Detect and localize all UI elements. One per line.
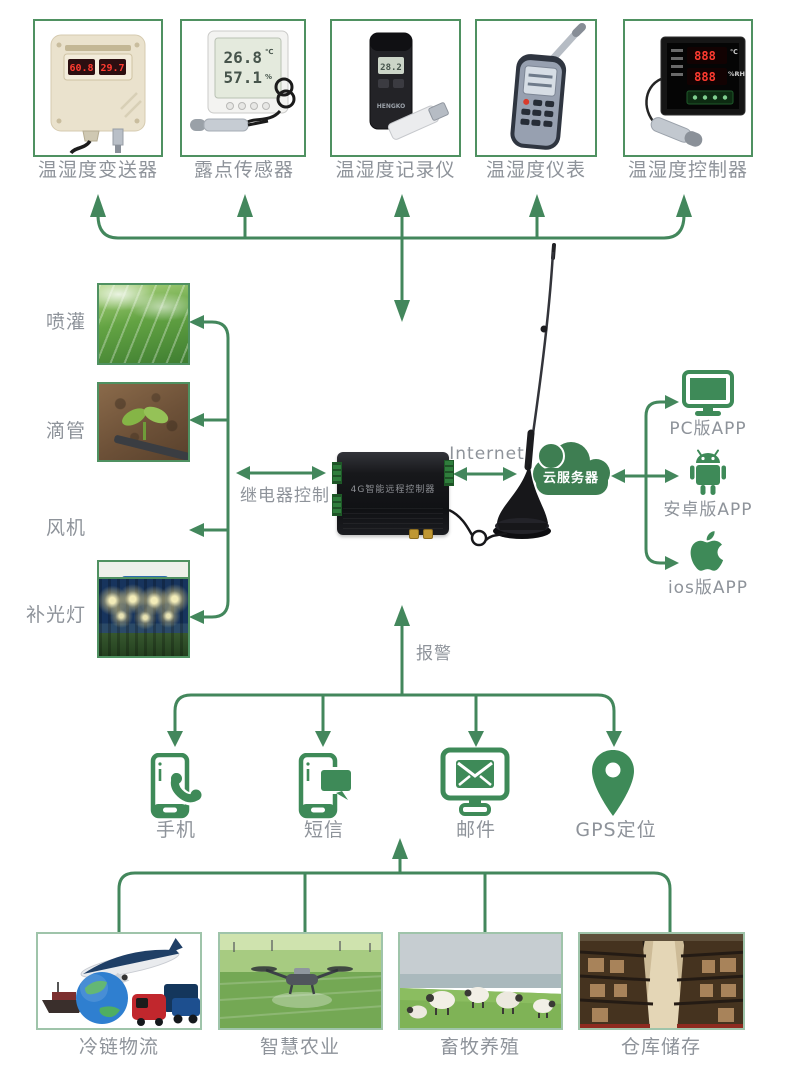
product-label-handheld-meter: 温湿度仪表 bbox=[485, 159, 586, 181]
application-image-smart-agriculture bbox=[218, 932, 383, 1030]
application-label-smart-agriculture: 智慧农业 bbox=[259, 1036, 340, 1058]
relay-image-irrigation bbox=[97, 283, 190, 365]
application-image-cold-chain bbox=[36, 932, 202, 1030]
antenna-cable bbox=[448, 508, 508, 547]
product-image-data-logger: 28.2 HENGKO bbox=[330, 19, 461, 157]
cold-chain-art bbox=[42, 937, 200, 1026]
apple-icon bbox=[690, 531, 724, 571]
warehouse-racks bbox=[580, 934, 743, 1028]
sheep-shapes bbox=[406, 987, 556, 1019]
svg-text:888: 888 bbox=[694, 49, 716, 63]
red-van-shape bbox=[132, 994, 166, 1026]
application-image-livestock bbox=[398, 932, 563, 1030]
svg-text:℃: ℃ bbox=[730, 48, 738, 56]
svg-text:%RH: %RH bbox=[728, 70, 745, 78]
antenna-connector bbox=[409, 529, 419, 539]
cloud-server-label: 云服务器 bbox=[542, 471, 599, 486]
relay-image-grow-light bbox=[97, 577, 190, 658]
drone-shape bbox=[251, 966, 353, 995]
gps-pin-icon bbox=[592, 750, 634, 816]
app-label-pc: PC版APP bbox=[669, 419, 747, 439]
application-label-warehouse: 仓库储存 bbox=[620, 1036, 701, 1058]
product-label-dewpoint-sensor: 露点传感器 bbox=[193, 159, 294, 181]
warehouse-art bbox=[580, 934, 743, 1028]
livestock-art bbox=[400, 934, 561, 1028]
alarm-label: 报警 bbox=[416, 644, 452, 664]
product-label-transmitter: 温湿度变送器 bbox=[37, 159, 158, 181]
channel-label-sms: 短信 bbox=[303, 819, 344, 841]
antenna-icon bbox=[493, 243, 556, 539]
relay-image-drip bbox=[97, 382, 190, 462]
spray-mist bbox=[272, 992, 332, 1008]
relay-label-irrigation: 喷灌 bbox=[45, 311, 86, 333]
application-image-warehouse bbox=[578, 932, 745, 1030]
svg-text:℃: ℃ bbox=[265, 48, 273, 56]
svg-text:28.2: 28.2 bbox=[380, 63, 402, 73]
pc-monitor-icon bbox=[682, 370, 734, 416]
meter-art bbox=[510, 23, 586, 150]
email-monitor-icon bbox=[440, 747, 510, 816]
application-label-cold-chain: 冷链物流 bbox=[78, 1036, 159, 1058]
product-label-controller: 温湿度控制器 bbox=[627, 159, 748, 181]
seedling-stem bbox=[143, 422, 146, 440]
smart-agriculture-art bbox=[220, 934, 381, 1028]
svg-text:57.1: 57.1 bbox=[223, 68, 262, 87]
ship-shape bbox=[42, 982, 86, 1013]
relay-label-grow-light: 补光灯 bbox=[25, 604, 86, 626]
svg-text:26.8: 26.8 bbox=[223, 48, 262, 67]
terminal-block bbox=[332, 462, 342, 484]
channel-label-phone: 手机 bbox=[155, 819, 196, 841]
product-image-transmitter: 60.8 29.7 bbox=[33, 19, 163, 157]
app-label-ios: ios版APP bbox=[667, 578, 749, 598]
blue-truck-shape bbox=[164, 984, 200, 1024]
terminal-block bbox=[332, 494, 342, 516]
internet-label: Internet bbox=[449, 444, 525, 464]
product-image-dewpoint-sensor: 26.8 ℃ 57.1 % bbox=[180, 19, 306, 157]
controller-art: 888 ℃ 888 %RH bbox=[645, 36, 746, 147]
product-image-handheld-meter bbox=[475, 19, 597, 157]
device-ridges bbox=[343, 504, 443, 529]
relay-label-drip: 滴管 bbox=[45, 420, 86, 442]
svg-text:888: 888 bbox=[694, 70, 716, 84]
4g-controller-device: 4G智能远程控制器 bbox=[332, 452, 454, 539]
envelope bbox=[456, 760, 494, 788]
android-icon bbox=[690, 449, 726, 495]
drip-tube-shape bbox=[113, 434, 188, 460]
phone-call-icon bbox=[150, 753, 202, 819]
svg-text:HENGKO: HENGKO bbox=[377, 103, 406, 110]
channel-label-gps: GPS定位 bbox=[575, 819, 657, 841]
sms-phone-icon bbox=[298, 753, 354, 819]
globe-shape bbox=[76, 972, 128, 1024]
relay-control-title: 继电器控制 bbox=[240, 486, 330, 506]
dewpoint-art: 26.8 ℃ 57.1 % bbox=[190, 30, 296, 132]
product-image-controller: 888 ℃ 888 %RH bbox=[623, 19, 753, 157]
terminal-block bbox=[444, 460, 454, 486]
channel-label-email: 邮件 bbox=[455, 819, 496, 841]
antenna-connector bbox=[423, 529, 433, 539]
phone-handset bbox=[168, 773, 202, 806]
svg-text:29.7: 29.7 bbox=[100, 63, 124, 74]
app-label-android: 安卓版APP bbox=[663, 500, 753, 520]
svg-text:60.8: 60.8 bbox=[69, 63, 93, 74]
application-label-livestock: 畜牧养殖 bbox=[439, 1036, 520, 1058]
device-label: 4G智能远程控制器 bbox=[350, 485, 436, 495]
product-label-data-logger: 温湿度记录仪 bbox=[335, 159, 456, 181]
logger-art: 28.2 HENGKO bbox=[369, 32, 449, 140]
speech-bubble bbox=[318, 767, 354, 800]
relay-label-fan: 风机 bbox=[45, 517, 86, 539]
svg-text:%: % bbox=[265, 73, 272, 81]
transmitter-art: 60.8 29.7 bbox=[50, 34, 146, 155]
